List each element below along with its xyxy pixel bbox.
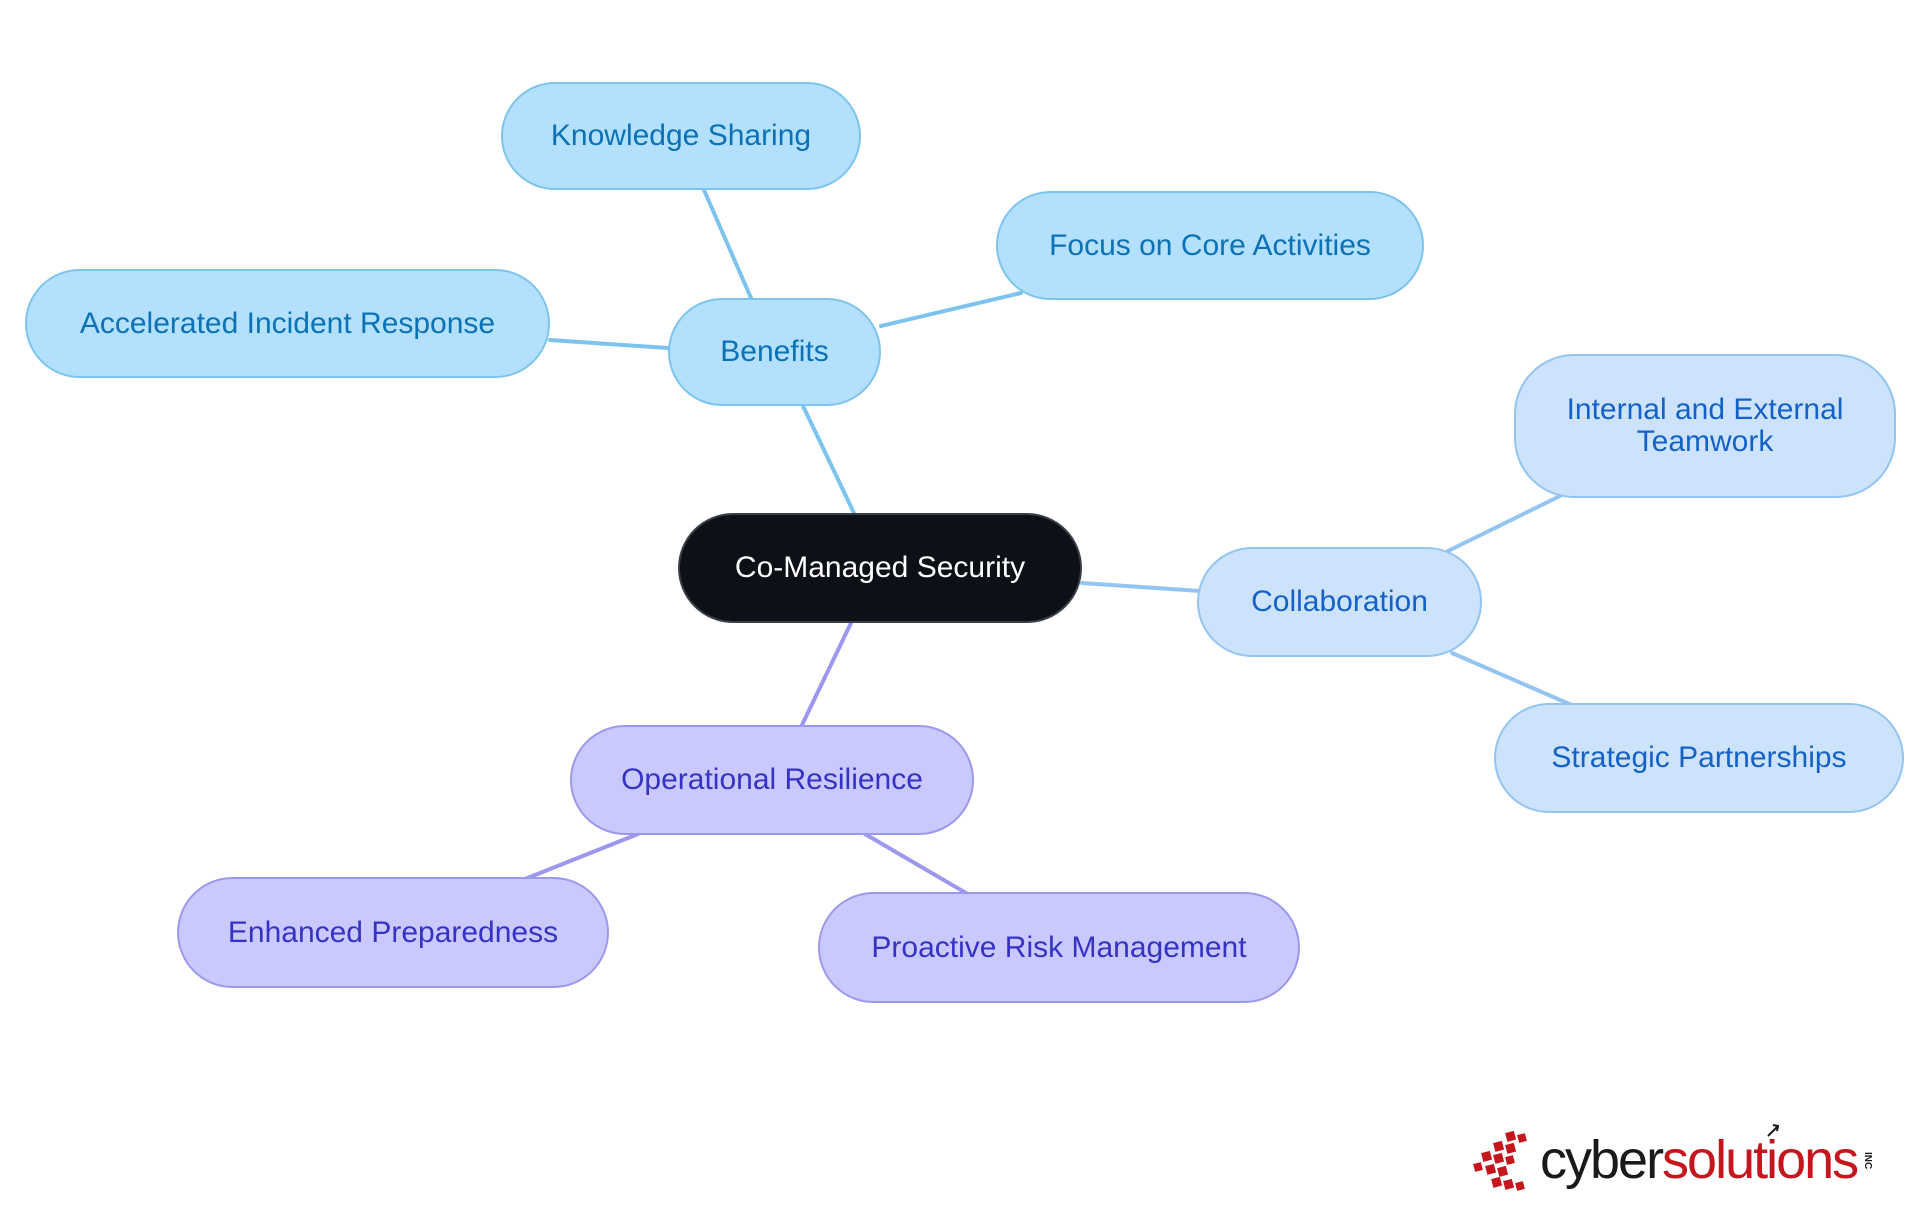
edge-root-resilience: [799, 621, 853, 729]
root-node-label: Co-Managed Security: [734, 551, 1026, 584]
cybersolutions-logo: cybersolutions INC: [1472, 1124, 1882, 1194]
logo-wordmark: cybersolutions: [1540, 1130, 1859, 1190]
logo-wordmark-cyber: cyber: [1540, 1130, 1664, 1190]
node-accelerated-incident-response: Accelerated Incident Response: [25, 269, 550, 378]
node-enhanced-preparedness-label: Enhanced Preparedness: [227, 915, 559, 949]
edge-root-benefits: [801, 404, 856, 515]
node-knowledge-sharing-label: Knowledge Sharing: [550, 119, 812, 152]
logo-wordmark-solutions: solutions: [1662, 1130, 1859, 1190]
logo-arrow-icon: [1767, 1124, 1780, 1137]
node-internal-external-teamwork-label: Internal and External Teamwork: [1566, 393, 1844, 458]
edge-collaboration-teamwork: [1446, 494, 1562, 553]
node-strategic-partnerships: Strategic Partnerships: [1494, 703, 1904, 813]
node-accelerated-incident-response-label: Accelerated Incident Response: [79, 306, 496, 340]
node-operational-resilience: Operational Resilience: [570, 725, 974, 835]
node-benefits: Benefits: [668, 298, 881, 406]
node-benefits-label: Benefits: [720, 335, 829, 368]
node-focus-core-activities-label: Focus on Core Activities: [1049, 228, 1371, 262]
root-node-co-managed-security: Co-Managed Security: [678, 513, 1082, 623]
red-pixel-e-icon: [1473, 1130, 1527, 1191]
edge-resilience-preparedness: [523, 832, 640, 881]
node-internal-external-teamwork: Internal and External Teamwork: [1514, 354, 1896, 498]
node-knowledge-sharing: Knowledge Sharing: [501, 82, 861, 190]
node-collaboration-label: Collaboration: [1251, 585, 1428, 618]
node-collaboration: Collaboration: [1197, 547, 1482, 657]
node-focus-core-activities: Focus on Core Activities: [996, 191, 1424, 300]
edge-benefits-incident-response: [548, 338, 670, 350]
node-proactive-risk-management-label: Proactive Risk Management: [871, 930, 1247, 964]
logo-inc: INC: [1862, 1152, 1873, 1170]
edge-resilience-risk-management: [863, 832, 968, 895]
edge-benefits-focus-core: [879, 291, 1023, 328]
node-proactive-risk-management: Proactive Risk Management: [818, 892, 1300, 1003]
edge-root-collaboration: [1080, 581, 1202, 593]
edge-benefits-knowledge-sharing: [702, 188, 753, 300]
edge-collaboration-partnerships: [1450, 651, 1576, 708]
node-enhanced-preparedness: Enhanced Preparedness: [177, 877, 609, 988]
node-strategic-partnerships-label: Strategic Partnerships: [1551, 741, 1847, 774]
node-operational-resilience-label: Operational Resilience: [621, 763, 923, 796]
